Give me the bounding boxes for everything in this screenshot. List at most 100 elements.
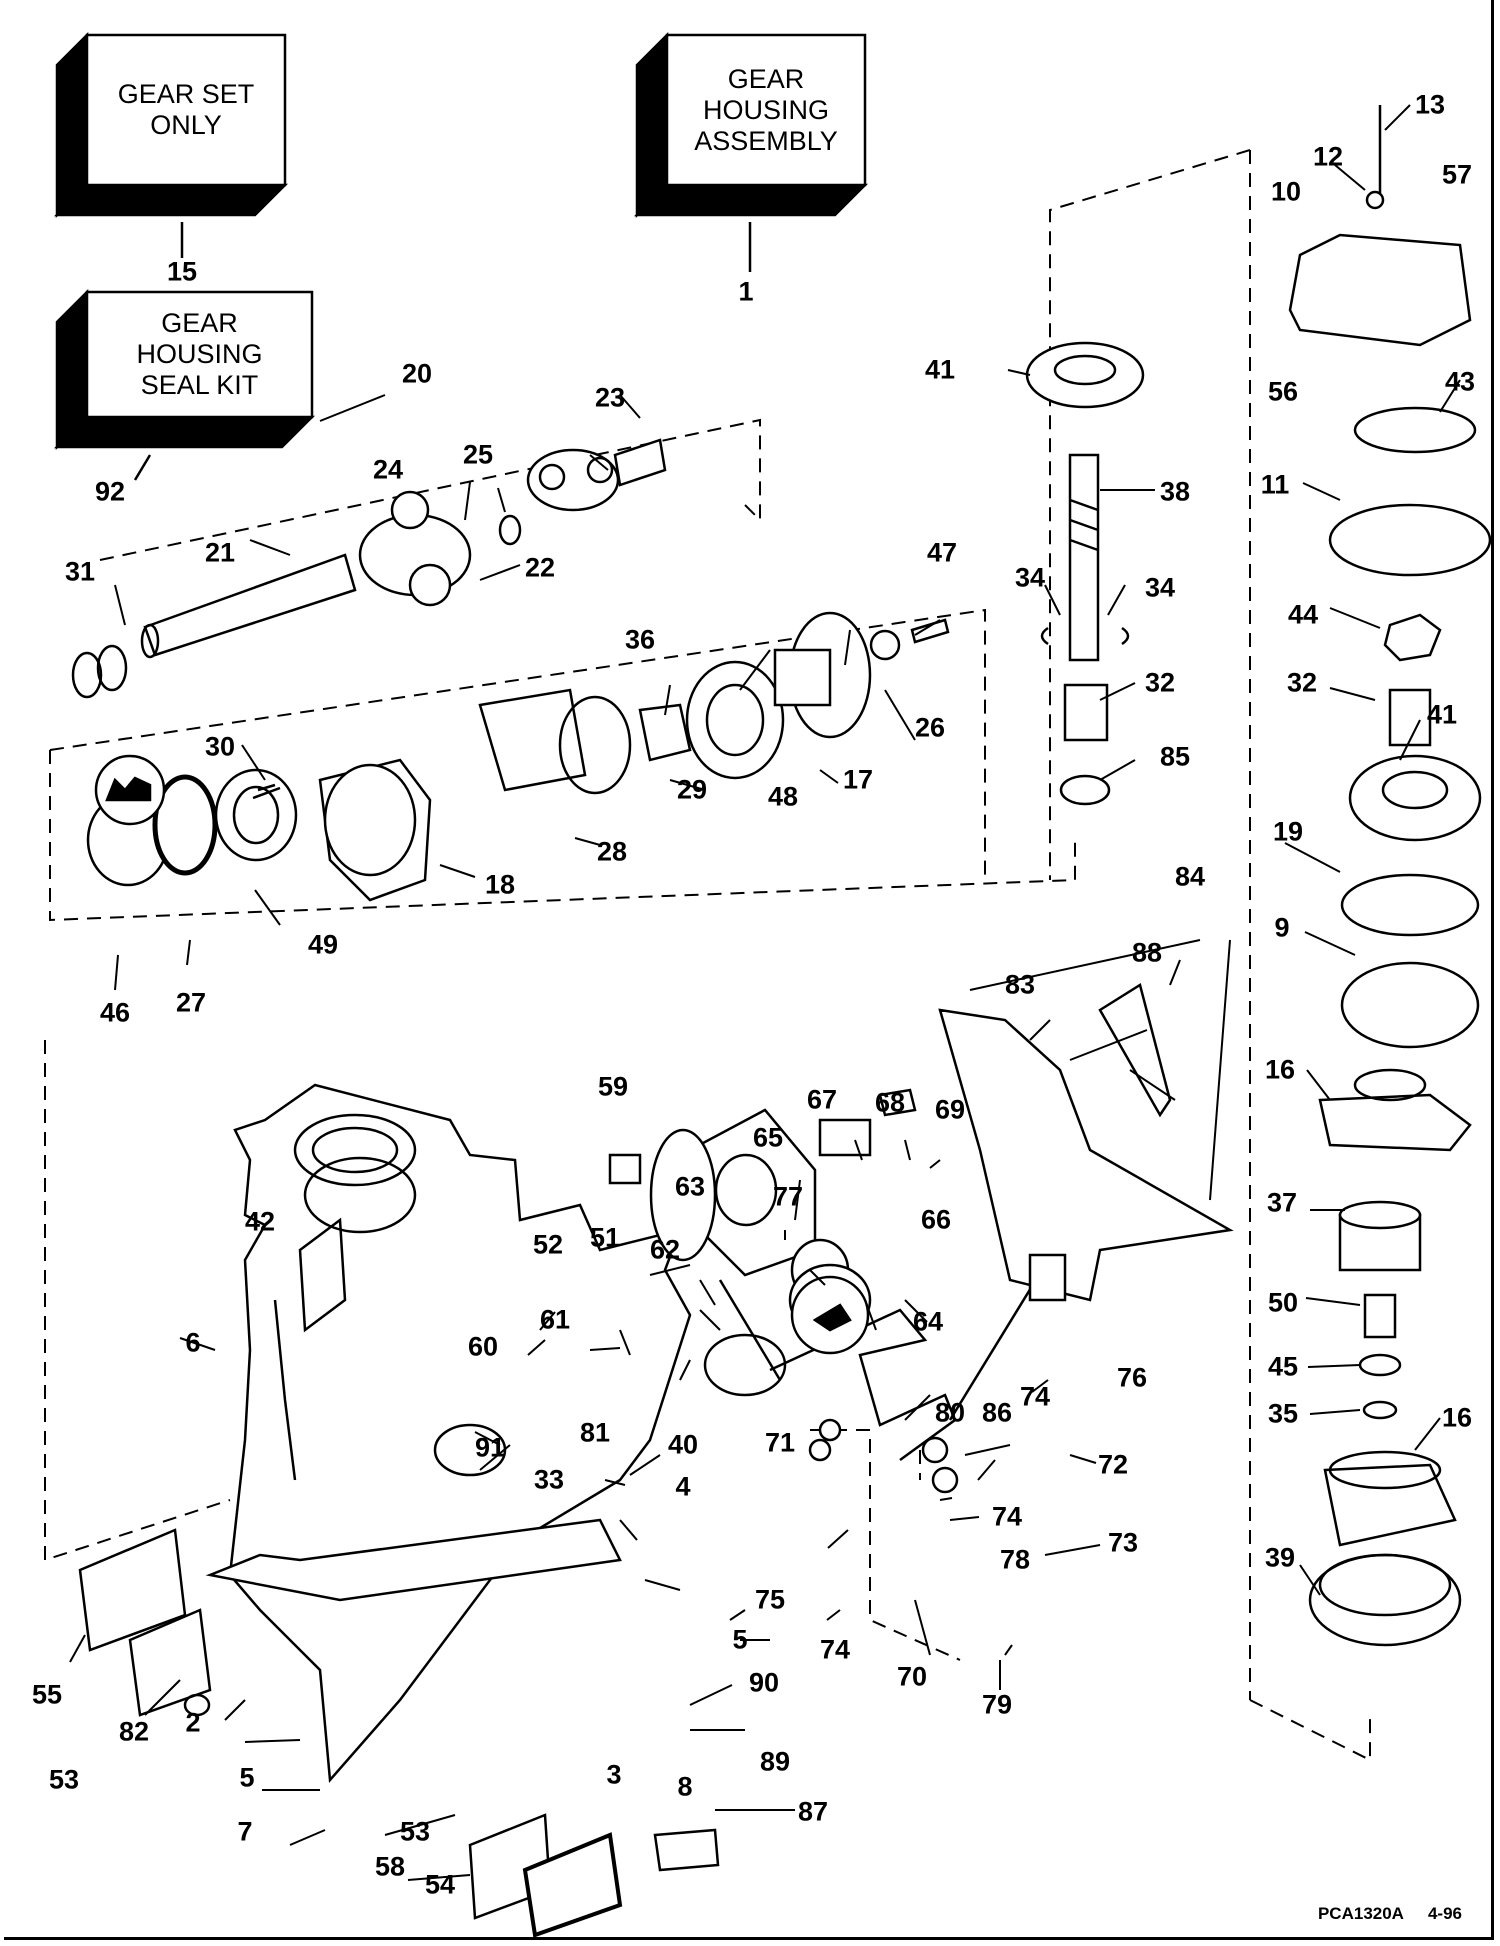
callout-84: 84: [1174, 861, 1206, 892]
callout-70: 70: [896, 1661, 928, 1692]
assembly-line2: HOUSING: [702, 94, 829, 125]
callout-19: 19: [1272, 816, 1304, 847]
callout-41a: 41: [924, 354, 956, 385]
callout-43: 43: [1444, 366, 1476, 397]
callout-23: 23: [594, 382, 626, 413]
callout-78: 78: [999, 1544, 1031, 1575]
callout-52: 52: [532, 1229, 564, 1260]
callout-65: 65: [752, 1122, 784, 1153]
callout-34a: 34: [1014, 562, 1046, 593]
anti-ventilation-plate: [938, 983, 1234, 1302]
callout-85: 85: [1159, 741, 1191, 772]
callout-44: 44: [1287, 599, 1319, 630]
callout-36: 36: [624, 624, 656, 655]
callout-5a: 5: [732, 1624, 748, 1655]
callout-41b: 41: [1426, 699, 1458, 730]
callout-21: 21: [204, 537, 236, 568]
water-pump-parts: [303, 1088, 917, 1355]
kit-box-gear-set: [53, 31, 289, 219]
callout-74a: 74: [1019, 1381, 1051, 1412]
callout-26: 26: [914, 712, 946, 743]
callout-40: 40: [667, 1429, 699, 1460]
callout-4: 4: [675, 1471, 691, 1502]
callout-20: 20: [401, 358, 433, 389]
drive-shaft-assembly: [71, 438, 667, 699]
callout-79: 79: [981, 1689, 1013, 1720]
callout-77: 77: [772, 1181, 804, 1212]
callout-51: 51: [589, 1222, 621, 1253]
callout-25: 25: [462, 439, 494, 470]
callout-27: 27: [175, 987, 207, 1018]
callout-74b: 74: [991, 1501, 1023, 1532]
callout-28: 28: [596, 836, 628, 867]
anode-plates: [78, 1528, 720, 1938]
callout-1: 1: [738, 276, 754, 307]
callout-74c: 74: [819, 1634, 851, 1665]
assembly-line3: ASSEMBLY: [694, 125, 838, 156]
callout-32b: 32: [1286, 667, 1318, 698]
callout-90: 90: [748, 1667, 780, 1698]
diagram-frame: [4, 0, 1494, 1940]
callout-30: 30: [204, 731, 236, 762]
callout-86: 86: [981, 1397, 1013, 1428]
callout-60: 60: [467, 1331, 499, 1362]
callout-54: 54: [424, 1869, 456, 1900]
seal-kit-line2: HOUSING: [136, 339, 263, 369]
callout-76: 76: [1116, 1362, 1148, 1393]
callout-9: 9: [1274, 912, 1290, 943]
callout-89: 89: [759, 1746, 791, 1777]
callout-16b: 16: [1441, 1402, 1473, 1433]
callout-10: 10: [1270, 176, 1302, 207]
callout-71: 71: [764, 1427, 796, 1458]
gear-stack-parts: [1288, 105, 1492, 1647]
callout-35: 35: [1267, 1398, 1299, 1429]
callout-53b: 53: [399, 1816, 431, 1847]
callout-91: 91: [474, 1432, 506, 1463]
pinion-shaft-parts: [1025, 341, 1145, 806]
callout-56: 56: [1267, 376, 1299, 407]
callout-73: 73: [1107, 1527, 1139, 1558]
assembly-line1: GEAR: [727, 63, 805, 94]
kit-box-seal-kit: [53, 288, 316, 451]
callout-46: 46: [99, 997, 131, 1028]
callout-5b: 5: [239, 1762, 255, 1793]
callout-42: 42: [244, 1206, 276, 1237]
callout-75: 75: [754, 1584, 786, 1615]
callout-38: 38: [1159, 476, 1191, 507]
callout-29: 29: [676, 774, 708, 805]
callout-81: 81: [579, 1417, 611, 1448]
callout-55: 55: [31, 1679, 63, 1710]
callout-83: 83: [1004, 969, 1036, 1000]
gear-set-line1: GEAR SET: [117, 79, 255, 109]
bearing-housing-parts: [86, 611, 950, 902]
callout-15: 15: [166, 256, 198, 287]
callout-61: 61: [539, 1304, 571, 1335]
shift-linkage-parts: [703, 1253, 1067, 1494]
callout-64: 64: [912, 1306, 944, 1337]
callout-24: 24: [372, 454, 404, 485]
callout-37: 37: [1266, 1187, 1298, 1218]
callout-7: 7: [237, 1816, 253, 1847]
callout-82: 82: [118, 1716, 150, 1747]
callout-62: 62: [649, 1234, 681, 1265]
callout-58: 58: [374, 1851, 406, 1882]
callout-31: 31: [64, 556, 96, 587]
callout-92: 92: [94, 476, 126, 507]
callout-63: 63: [674, 1171, 706, 1202]
callout-32a: 32: [1144, 667, 1176, 698]
callout-6: 6: [185, 1327, 201, 1358]
callout-2: 2: [185, 1707, 201, 1738]
callout-53a: 53: [48, 1764, 80, 1795]
gear-set-line2: ONLY: [150, 110, 222, 140]
callout-47: 47: [926, 537, 958, 568]
callout-67: 67: [806, 1084, 838, 1115]
callout-8: 8: [677, 1771, 693, 1802]
callout-34b: 34: [1144, 572, 1176, 603]
callout-57: 57: [1441, 159, 1473, 190]
callout-72: 72: [1097, 1449, 1129, 1480]
